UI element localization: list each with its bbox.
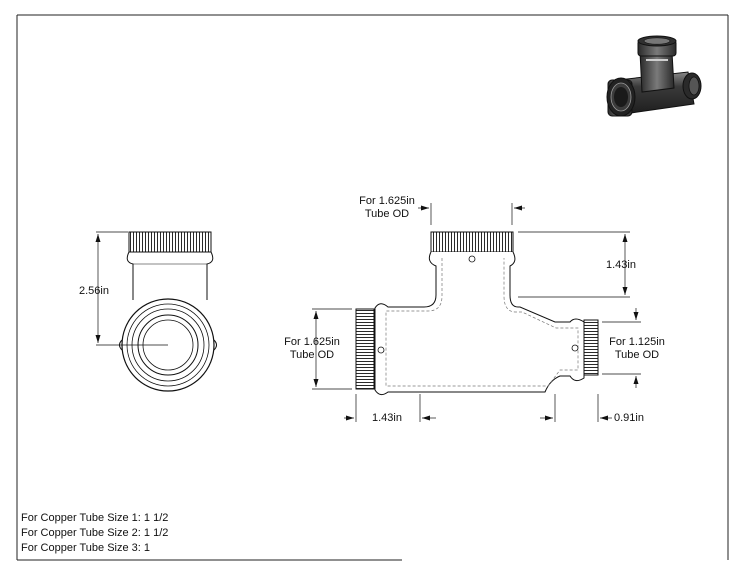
branch-height-dim-label: 1.43in xyxy=(606,259,636,271)
top-outlet-label-line1: For 1.625in xyxy=(359,195,415,207)
right-socket-dim-label: 0.91in xyxy=(614,412,644,424)
front-height-dim-label: 2.56in xyxy=(79,285,109,297)
top-outlet-label: For 1.625in Tube OD xyxy=(352,195,422,221)
tube-size-note: For Copper Tube Size 2: 1 1/2 xyxy=(21,527,169,539)
left-inlet-label-line2: Tube OD xyxy=(289,349,335,361)
sheet-border xyxy=(16,14,729,561)
top-outlet-label-line2: Tube OD xyxy=(364,208,410,220)
left-inlet-label-line1: For 1.625in xyxy=(284,336,340,348)
right-outlet-label-line2: Tube OD xyxy=(614,349,660,361)
left-inlet-label: For 1.625in Tube OD xyxy=(280,336,344,362)
tube-size-note: For Copper Tube Size 3: 1 xyxy=(21,542,151,554)
left-socket-dim-label: 1.43in xyxy=(372,412,402,424)
tube-size-note: For Copper Tube Size 1: 1 1/2 xyxy=(21,512,169,524)
right-outlet-label-line1: For 1.125in xyxy=(609,336,665,348)
front-view xyxy=(95,231,217,392)
side-view xyxy=(312,203,641,422)
right-outlet-label: For 1.125in Tube OD xyxy=(602,336,672,362)
tube-size-notes: For Copper Tube Size 1: 1 1/2 For Copper… xyxy=(21,511,168,556)
isometric-render xyxy=(606,35,702,117)
